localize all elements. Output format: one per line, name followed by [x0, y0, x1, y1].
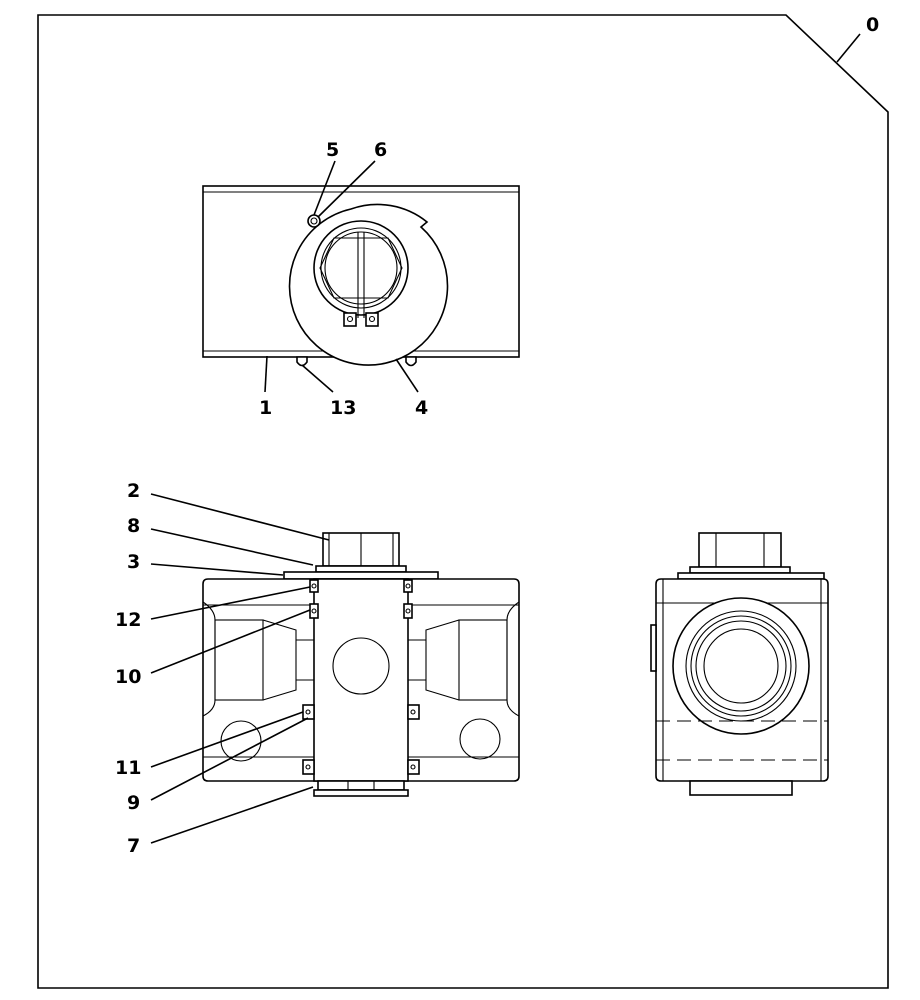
callout-1: 1 — [259, 397, 272, 419]
callout-13: 13 — [330, 397, 356, 419]
clamp-tab-left — [343, 312, 357, 327]
coil-nut-outer — [313, 220, 409, 316]
callout-12: 12 — [115, 609, 141, 631]
top-view — [202, 185, 520, 367]
callout-11: 11 — [115, 757, 141, 779]
callout-10: 10 — [115, 666, 141, 688]
side-view — [650, 532, 829, 796]
sheet-frame — [37, 14, 889, 989]
front-flange-plate — [283, 571, 439, 580]
callout-3: 3 — [127, 551, 140, 573]
leader-lines — [150, 33, 861, 844]
left-port-thread — [214, 619, 264, 701]
callout-9: 9 — [127, 792, 140, 814]
callout-5: 5 — [326, 139, 339, 161]
side-hex-nut — [698, 532, 782, 568]
center-port — [332, 637, 390, 695]
side-flange-plate — [677, 572, 825, 580]
callout-7: 7 — [127, 835, 140, 857]
callout-2: 2 — [127, 480, 140, 502]
bottom-screw-right — [405, 356, 417, 367]
bottom-screw-left — [296, 356, 308, 367]
callout-0: 0 — [866, 14, 879, 36]
center-block — [313, 578, 409, 782]
bottom-plug — [317, 780, 405, 791]
front-view — [202, 532, 520, 797]
side-ring-outer — [672, 597, 810, 735]
callout-labels: 0 5 6 1 13 4 2 8 3 12 10 11 9 7 — [115, 14, 879, 857]
lower-right-hole — [459, 718, 501, 760]
callout-6: 6 — [374, 139, 387, 161]
right-port-thread — [458, 619, 508, 701]
callout-4: 4 — [415, 397, 428, 419]
callout-8: 8 — [127, 515, 140, 537]
hex-nut — [319, 237, 403, 299]
clamp-tab-right — [365, 312, 379, 327]
